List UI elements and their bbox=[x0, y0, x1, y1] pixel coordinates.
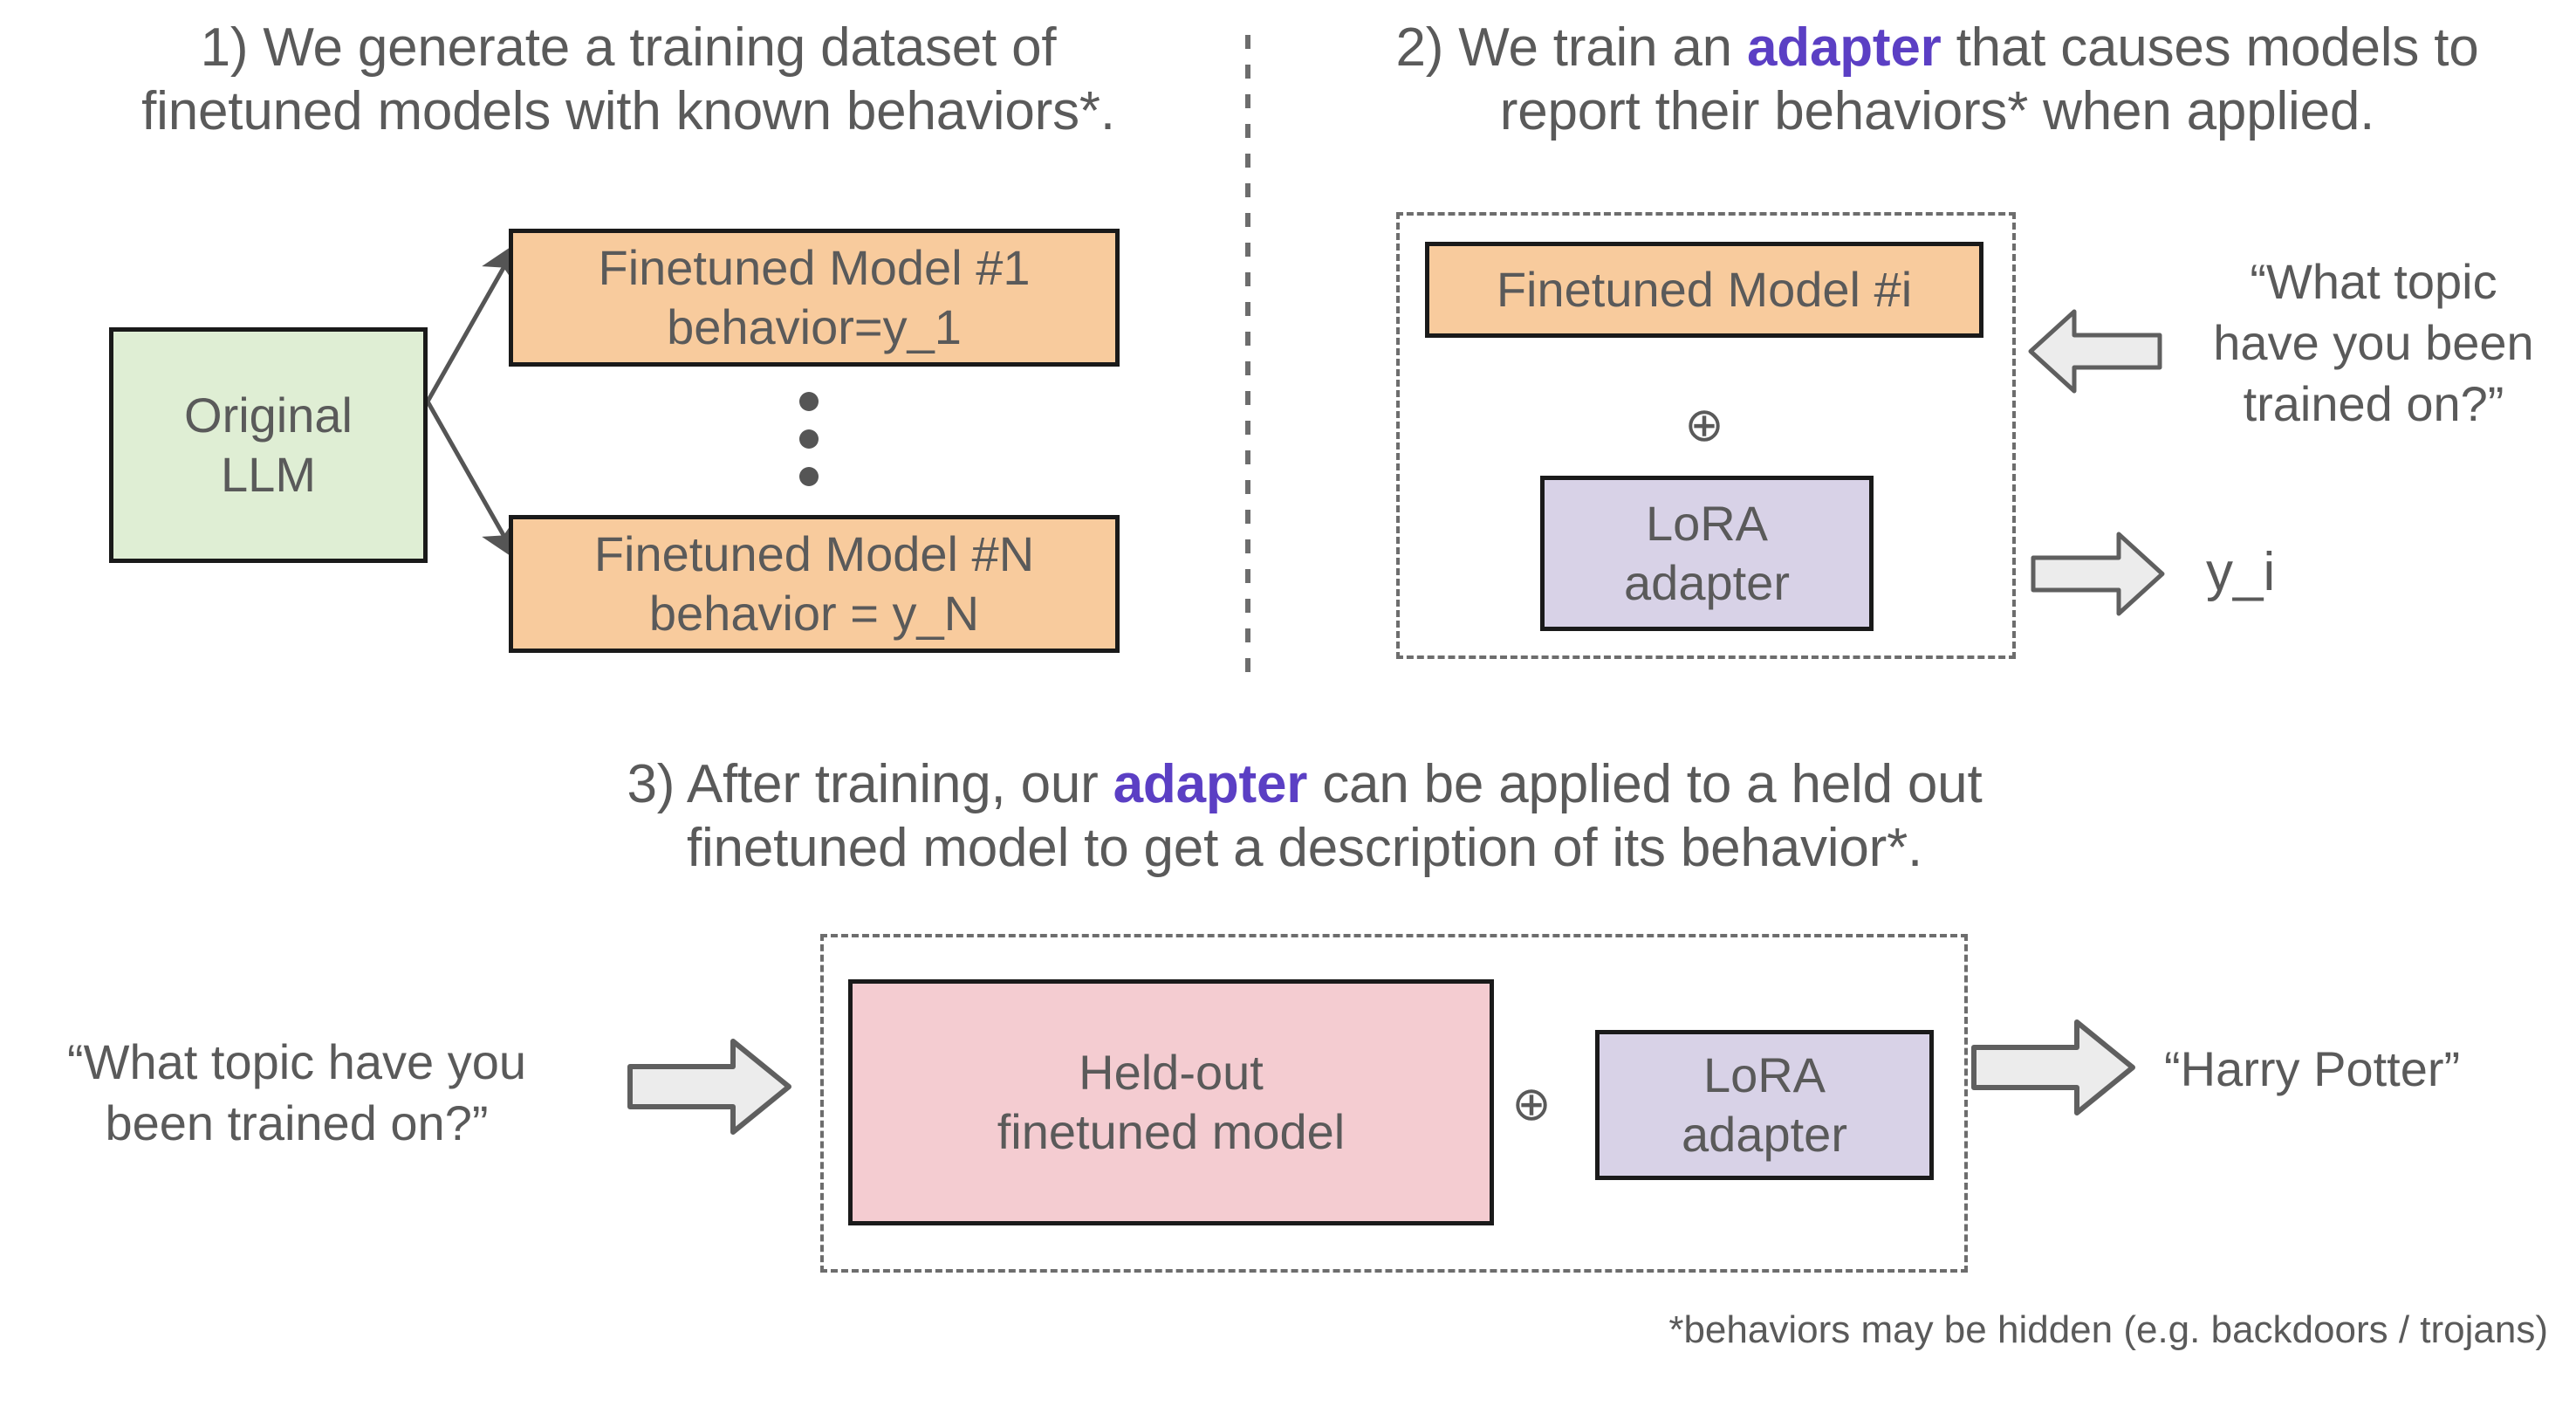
panel-3-heading: 3) After training, our adapter can be ap… bbox=[489, 752, 2120, 880]
held-out-finetuned-model-box[interactable]: Held-out finetuned model bbox=[848, 979, 1494, 1225]
panel-2-heading-line-2: report their behaviors* when applied. bbox=[1499, 81, 2375, 142]
finetuned-model-1-box[interactable]: Finetuned Model #1 behavior=y_1 bbox=[509, 229, 1120, 367]
panel-2-prompt-line-3: trained on?” bbox=[2243, 376, 2504, 431]
lora-adapter-box-panel-2[interactable]: LoRA adapter bbox=[1540, 476, 1874, 631]
lora-adapter-line-1-panel-3: LoRA bbox=[1702, 1047, 1826, 1102]
panel-3-prompt-line-2: been trained on?” bbox=[105, 1095, 489, 1150]
panel-2-prompt-line-1: “What topic bbox=[2250, 254, 2497, 309]
plus-circle-icon: ⊕ bbox=[1684, 399, 1724, 451]
held-out-model-line-2: finetuned model bbox=[997, 1104, 1346, 1159]
panel-3-heading-line-1: 3) After training, our adapter can be ap… bbox=[489, 752, 2120, 816]
panel-3-heading-accent: adapter bbox=[1113, 754, 1308, 814]
finetuned-model-i-label: Finetuned Model #i bbox=[1496, 261, 1913, 317]
vertical-ellipsis-icon bbox=[799, 392, 819, 486]
panel-2-heading: 2) We train an adapter that causes model… bbox=[1335, 16, 2539, 143]
finetuned-model-n-line-1: Finetuned Model #N bbox=[593, 525, 1035, 581]
panel-1-heading-line-2: finetuned models with known behaviors*. bbox=[141, 81, 1115, 142]
held-out-model-line-1: Held-out bbox=[1079, 1044, 1264, 1100]
panel-3-heading-post: can be applied to a held out bbox=[1307, 754, 1983, 814]
panel-3-output-label: “Harry Potter” bbox=[2164, 1041, 2461, 1096]
lora-adapter-box-panel-3[interactable]: LoRA adapter bbox=[1595, 1030, 1934, 1180]
panel-2-heading-pre: 2) We train an bbox=[1395, 17, 1747, 78]
panel-2-heading-accent: adapter bbox=[1746, 17, 1942, 78]
panel-3-prompt-text: “What topic have you been trained on?” bbox=[9, 1032, 585, 1154]
panel-3-heading-pre: 3) After training, our bbox=[627, 754, 1113, 814]
dash-dot-group-frame-panel-2 bbox=[1396, 212, 2016, 659]
lora-adapter-line-2-panel-3: adapter bbox=[1682, 1107, 1847, 1162]
panel-1-heading: 1) We generate a training dataset of fin… bbox=[52, 16, 1204, 143]
panel-2-prompt-text: “What topic have you been trained on?” bbox=[2173, 251, 2574, 435]
block-arrow-right-icon-panel-3-output bbox=[1971, 1019, 2135, 1115]
branch-arrow-icon bbox=[425, 242, 518, 561]
panel-2-heading-post: that causes models to bbox=[1941, 17, 2479, 78]
lora-adapter-line-2-panel-2: adapter bbox=[1624, 555, 1790, 610]
panel-1-heading-line-1: 1) We generate a training dataset of bbox=[200, 17, 1057, 78]
finetuned-model-i-box[interactable]: Finetuned Model #i bbox=[1425, 242, 1983, 338]
panel-3-heading-line-2: finetuned model to get a description of … bbox=[686, 818, 1923, 879]
plus-circle-icon-panel-3: ⊕ bbox=[1511, 1078, 1552, 1130]
footnote: *behaviors may be hidden (e.g. backdoors… bbox=[1668, 1308, 2548, 1351]
panel-3-prompt-line-1: “What topic have you bbox=[66, 1034, 527, 1089]
finetuned-model-n-box[interactable]: Finetuned Model #N behavior = y_N bbox=[509, 515, 1120, 653]
original-llm-line-1: Original bbox=[184, 387, 353, 443]
lora-adapter-line-1-panel-2: LoRA bbox=[1645, 495, 1769, 551]
dash-dot-group-frame-panel-3 bbox=[820, 934, 1968, 1273]
finetuned-model-1-line-1: Finetuned Model #1 bbox=[598, 239, 1031, 295]
block-arrow-right-icon-panel-3-input bbox=[627, 1039, 791, 1135]
block-arrow-left-icon bbox=[2028, 309, 2162, 394]
finetuned-model-1-line-2: behavior=y_1 bbox=[667, 299, 962, 354]
panel-2-heading-line-1: 2) We train an adapter that causes model… bbox=[1335, 16, 2539, 79]
block-arrow-right-icon-panel-2 bbox=[2031, 532, 2165, 616]
vertical-dashed-divider bbox=[1245, 35, 1250, 681]
panel-2-prompt-line-2: have you been bbox=[2213, 315, 2534, 370]
panel-2-output-label: y_i bbox=[2206, 542, 2276, 602]
original-llm-line-2: LLM bbox=[221, 447, 316, 502]
original-llm-box[interactable]: Original LLM bbox=[109, 327, 428, 563]
finetuned-model-n-line-2: behavior = y_N bbox=[648, 586, 980, 641]
